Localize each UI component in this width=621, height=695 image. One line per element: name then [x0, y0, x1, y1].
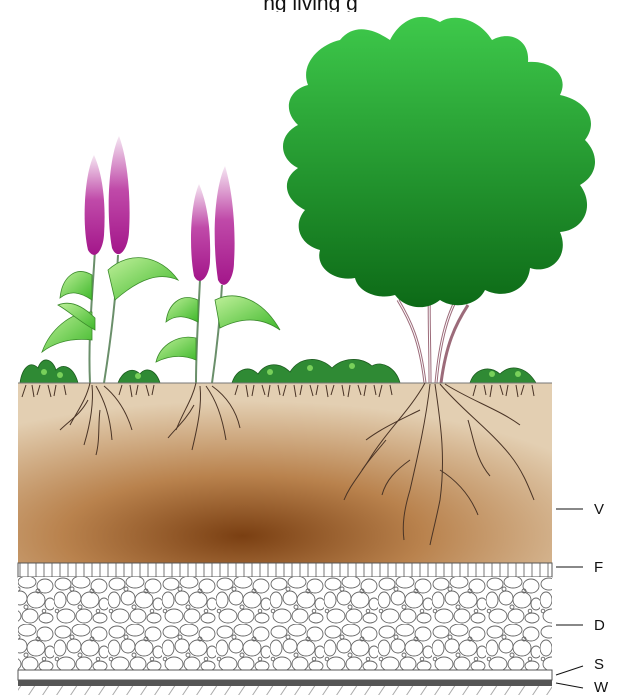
- leaf: [215, 296, 280, 330]
- flower-spike: [191, 184, 210, 281]
- leader-s: [556, 666, 583, 675]
- leaf: [156, 337, 196, 362]
- leader-w: [556, 683, 583, 688]
- label-w: W: [594, 679, 609, 695]
- tree: [283, 17, 595, 383]
- ground-cover: [20, 359, 536, 383]
- roof-deck: [18, 686, 552, 695]
- label-f: F: [594, 559, 603, 576]
- waterproofing-membrane: [18, 680, 552, 686]
- leaf: [60, 272, 92, 300]
- label-s: S: [594, 656, 604, 673]
- flower-spike: [85, 155, 105, 255]
- drainage-layer: [18, 577, 552, 670]
- separation-layer: [18, 670, 552, 680]
- leaf: [166, 298, 198, 322]
- label-d: D: [594, 617, 605, 634]
- layer-callouts: V F D S W: [556, 501, 609, 695]
- tree-canopy: [283, 17, 595, 307]
- flower-spike: [109, 136, 130, 254]
- flower-spike: [215, 166, 235, 285]
- flowering-plants: [42, 136, 280, 383]
- soil-layer: [18, 383, 552, 563]
- leaf: [108, 258, 178, 300]
- filter-layer: [18, 563, 552, 577]
- label-v: V: [594, 501, 604, 518]
